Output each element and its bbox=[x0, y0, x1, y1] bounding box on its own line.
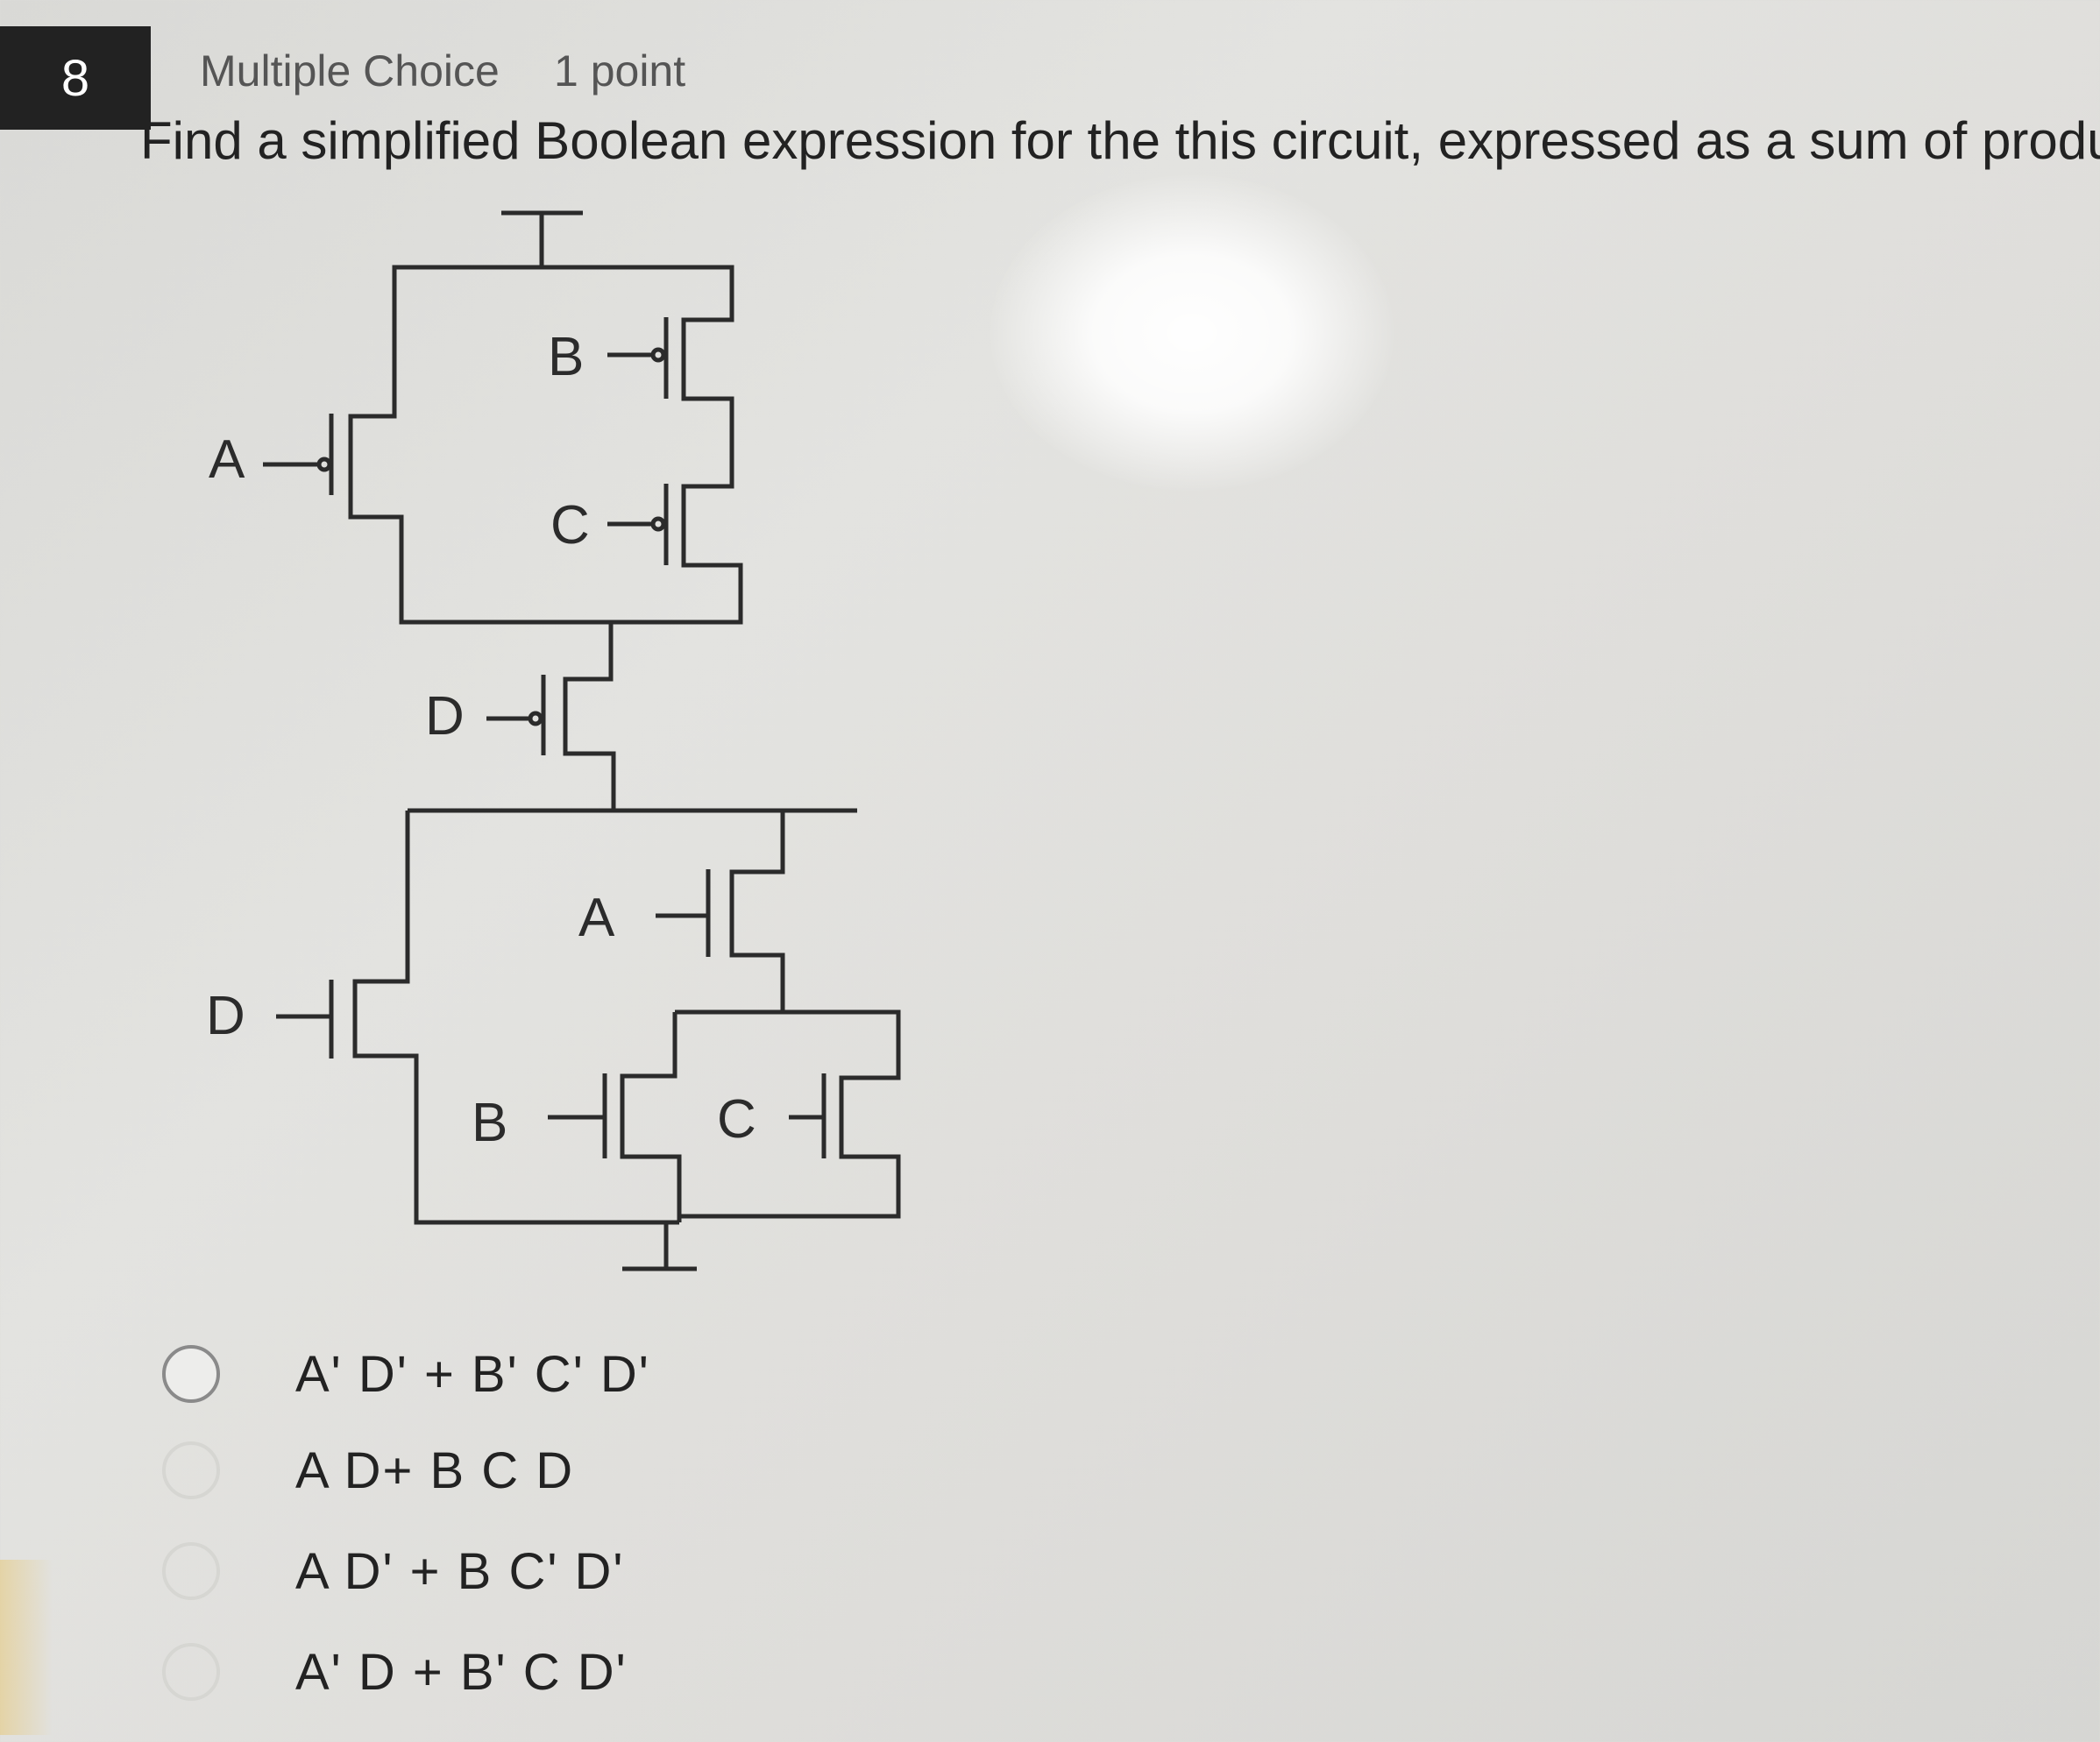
radio-circle-icon[interactable] bbox=[162, 1441, 220, 1499]
radio-circle-icon[interactable] bbox=[162, 1643, 220, 1701]
nmos-a-label: A bbox=[578, 888, 615, 948]
yellow-edge bbox=[0, 1560, 53, 1735]
pmos-c-label: C bbox=[550, 495, 590, 556]
answer-option-4[interactable]: A' D + B' C D' bbox=[162, 1639, 628, 1705]
question-type: Multiple Choice bbox=[200, 46, 500, 96]
nmos-b-label: B bbox=[472, 1093, 507, 1153]
answer-option-label: A D+ B C D bbox=[295, 1441, 575, 1499]
nmos-d-label: D bbox=[206, 986, 245, 1046]
answer-option-1[interactable]: A' D' + B' C' D' bbox=[162, 1341, 650, 1407]
screen-glare bbox=[990, 175, 1394, 491]
answer-option-3[interactable]: A D' + B C' D' bbox=[162, 1538, 625, 1604]
pmos-d-label: D bbox=[425, 686, 465, 747]
answer-option-label: A' D + B' C D' bbox=[295, 1643, 628, 1701]
nmos-c-label: C bbox=[717, 1089, 756, 1150]
cmos-circuit-diagram: A B C D A D B C bbox=[206, 210, 901, 1271]
question-prompt: Find a simplified Boolean expression for… bbox=[140, 111, 2100, 170]
question-number: 8 bbox=[0, 26, 151, 130]
answer-option-label: A' D' + B' C' D' bbox=[295, 1345, 650, 1403]
answer-option-label: A D' + B C' D' bbox=[295, 1542, 625, 1600]
pmos-a-label: A bbox=[209, 429, 245, 490]
question-points: 1 point bbox=[554, 46, 686, 96]
radio-circle-icon[interactable] bbox=[162, 1345, 220, 1403]
pmos-b-label: B bbox=[548, 327, 584, 387]
radio-circle-icon[interactable] bbox=[162, 1542, 220, 1600]
answer-option-2[interactable]: A D+ B C D bbox=[162, 1437, 574, 1504]
